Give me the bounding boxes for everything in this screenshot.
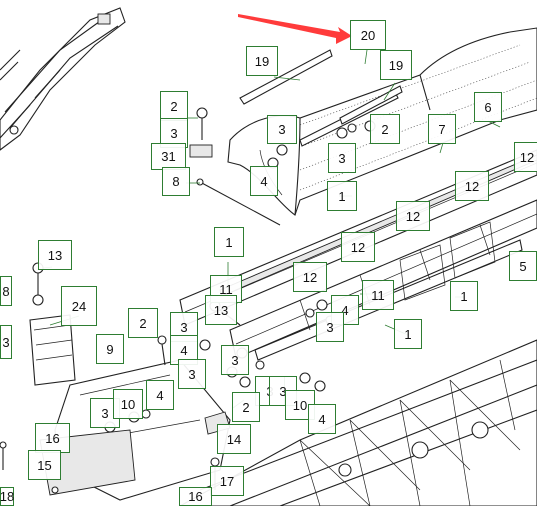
callout-3[interactable]: 3 <box>178 359 206 389</box>
callout-3[interactable]: 3 <box>221 345 249 375</box>
callout-13[interactable]: 13 <box>205 295 237 325</box>
callout-1[interactable]: 1 <box>450 281 478 311</box>
callout-1[interactable]: 1 <box>327 181 357 211</box>
callout-5[interactable]: 5 <box>509 251 537 281</box>
callout-4[interactable]: 4 <box>250 166 278 196</box>
callout-24[interactable]: 24 <box>61 286 97 326</box>
callout-1[interactable]: 1 <box>394 319 422 349</box>
callout-7[interactable]: 7 <box>428 114 456 144</box>
callout-31[interactable]: 31 <box>151 143 186 170</box>
callout-2[interactable]: 2 <box>160 91 188 121</box>
callout-17[interactable]: 17 <box>210 466 244 496</box>
callout-12[interactable]: 12 <box>341 232 375 262</box>
callout-4[interactable]: 4 <box>308 404 336 434</box>
callout-14[interactable]: 14 <box>217 424 251 454</box>
callout-12[interactable]: 12 <box>455 171 489 201</box>
callout-12[interactable]: 12 <box>514 142 537 172</box>
bracket-drawing <box>29 314 231 501</box>
callout-3[interactable]: 3 <box>328 143 356 173</box>
boom-arm-drawing <box>0 7 126 151</box>
callout-13[interactable]: 13 <box>38 240 72 270</box>
callout-3[interactable]: 3 <box>267 115 297 144</box>
lattice-boom-drawing <box>179 339 537 506</box>
callout-16[interactable]: 16 <box>35 423 70 453</box>
callout-8[interactable]: 8 <box>162 167 190 196</box>
callout-2[interactable]: 2 <box>370 114 400 144</box>
callout-3[interactable]: 3 <box>316 312 344 342</box>
callout-18[interactable]: 18 <box>0 487 15 506</box>
callout-8[interactable]: 8 <box>0 276 12 306</box>
callout-2[interactable]: 2 <box>128 308 158 338</box>
callout-19[interactable]: 19 <box>246 46 278 76</box>
callout-11[interactable]: 11 <box>362 280 394 310</box>
callout-20[interactable]: 20 <box>350 20 386 50</box>
callout-10[interactable]: 10 <box>113 389 143 419</box>
callout-15[interactable]: 15 <box>28 450 61 480</box>
callout-4[interactable]: 4 <box>146 380 174 410</box>
callout-6[interactable]: 6 <box>474 92 502 122</box>
callout-12[interactable]: 12 <box>293 262 327 292</box>
callout-12[interactable]: 12 <box>396 201 430 231</box>
callout-3[interactable]: 3 <box>0 325 12 359</box>
callout-9[interactable]: 9 <box>96 334 124 364</box>
callout-16[interactable]: 16 <box>179 487 212 506</box>
callout-1[interactable]: 1 <box>214 227 244 257</box>
callout-19[interactable]: 19 <box>380 50 412 80</box>
pointer-arrow <box>238 14 352 44</box>
callout-2[interactable]: 2 <box>232 392 260 422</box>
